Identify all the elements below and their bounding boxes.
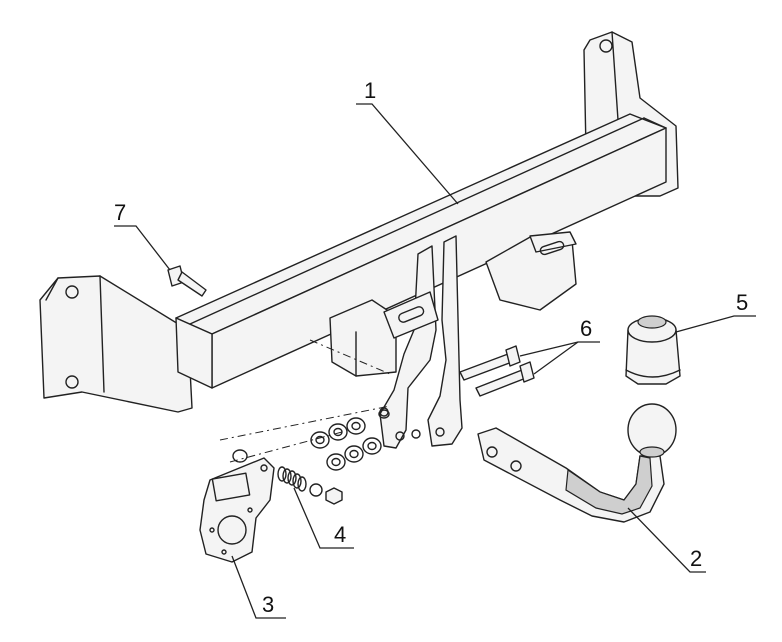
side-bolt	[167, 265, 207, 297]
callout-5: 5	[675, 290, 756, 333]
socket-plate	[199, 449, 275, 563]
washer-nut-cluster	[310, 409, 390, 471]
callout-1: 1	[356, 78, 459, 205]
callout-7: 7	[114, 200, 171, 271]
left-mounting-bracket	[39, 275, 193, 413]
callout-7-label: 7	[114, 200, 126, 225]
bolts	[459, 345, 535, 397]
center-mount-block	[329, 299, 397, 377]
callout-6: 6	[519, 316, 600, 375]
spring-washer-nut-set	[277, 466, 343, 505]
callout-5-label: 5	[736, 290, 748, 315]
callout-3-label: 3	[262, 592, 274, 617]
ball-cap	[625, 315, 681, 385]
callout-6-label: 6	[580, 316, 592, 341]
callout-2-label: 2	[690, 546, 702, 571]
callout-1-label: 1	[364, 78, 376, 103]
callout-4-label: 4	[334, 522, 346, 547]
tow-ball-neck	[477, 403, 677, 523]
right-mount-block	[485, 231, 577, 311]
callout-4: 4	[293, 487, 354, 549]
crossbar	[175, 113, 667, 389]
center-receiver-bracket	[379, 235, 463, 449]
assembly-axis-lines	[219, 339, 391, 463]
callout-2: 2	[627, 507, 706, 573]
callout-3: 3	[231, 555, 286, 619]
